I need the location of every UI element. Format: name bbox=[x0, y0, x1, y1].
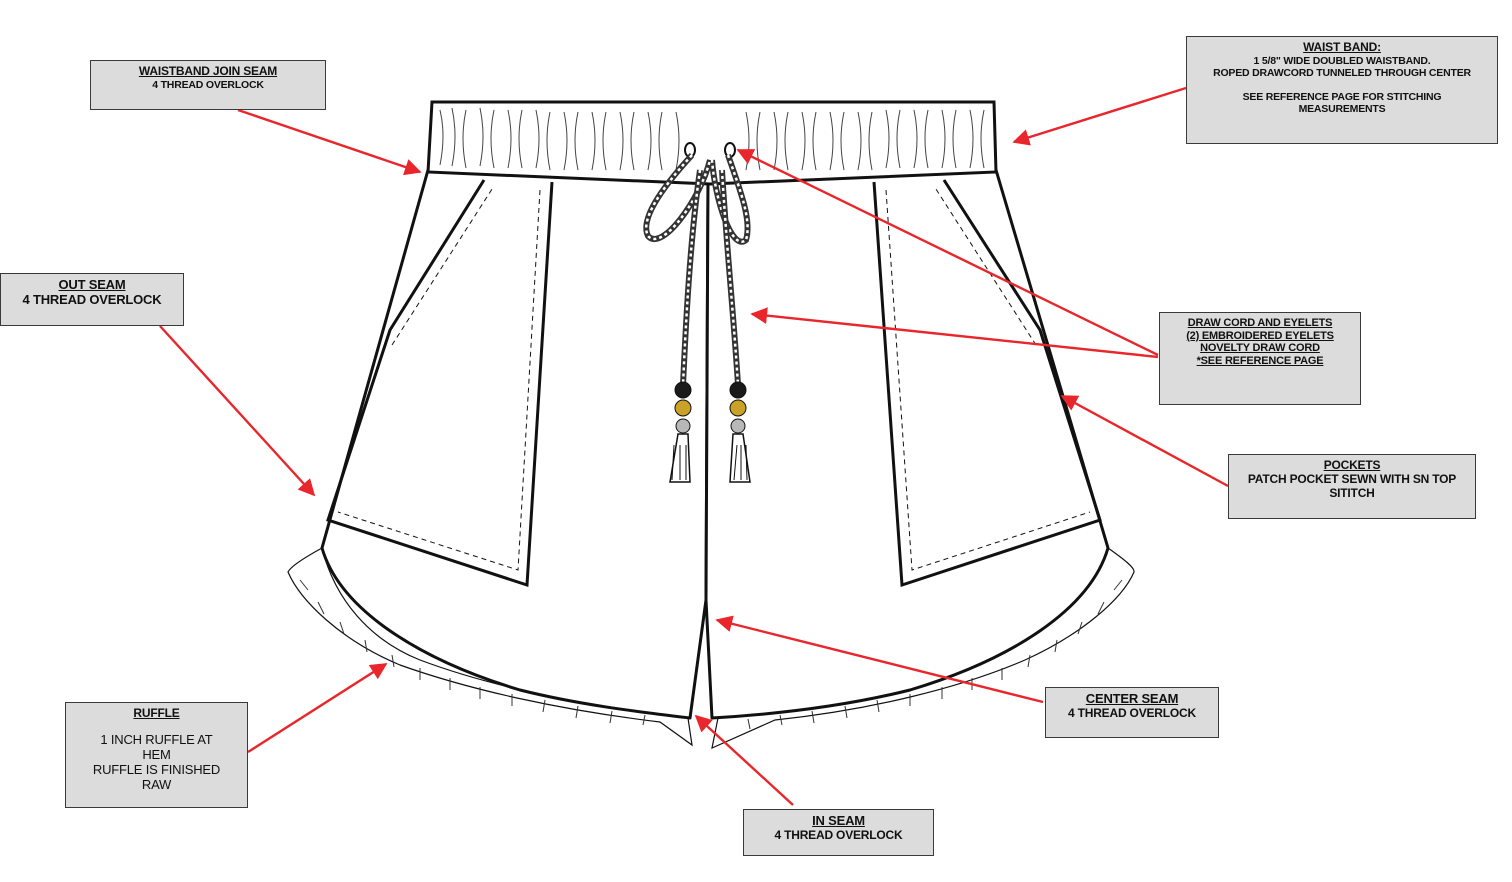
callout-arrows bbox=[159, 86, 1229, 806]
callout-line: SEE REFERENCE PAGE FOR STITCHING bbox=[1242, 90, 1442, 103]
callout-waistband-join-seam: WAISTBAND JOIN SEAM 4 THREAD OVERLOCK bbox=[90, 60, 326, 110]
callout-line: RAW bbox=[141, 776, 172, 792]
callout-line: 4 THREAD OVERLOCK bbox=[774, 827, 903, 842]
callout-line: NOVELTY DRAW CORD bbox=[1200, 342, 1320, 355]
callout-pockets: POCKETS PATCH POCKET SEWN WITH SN TOP SI… bbox=[1228, 454, 1476, 519]
callout-title: IN SEAM bbox=[812, 813, 865, 828]
callout-spacer bbox=[1193, 79, 1491, 91]
callout-line: 1 5/8" WIDE DOUBLED WAISTBAND. bbox=[1253, 54, 1431, 67]
callout-line: (2) EMBROIDERED EYELETS bbox=[1186, 329, 1334, 342]
callout-center-seam: CENTER SEAM 4 THREAD OVERLOCK bbox=[1045, 687, 1219, 738]
callout-line: PATCH POCKET SEWN WITH SN TOP bbox=[1247, 471, 1457, 486]
callout-line: 4 THREAD OVERLOCK bbox=[152, 78, 264, 91]
callout-draw-cord-and-eyelets: DRAW CORD AND EYELETS (2) EMBROIDERED EY… bbox=[1159, 312, 1361, 405]
shorts-body bbox=[320, 168, 1110, 720]
callout-title: CENTER SEAM bbox=[1085, 691, 1179, 706]
callout-line: HEM bbox=[142, 746, 171, 762]
callout-line: MEASUREMENTS bbox=[1298, 102, 1386, 115]
callout-in-seam: IN SEAM 4 THREAD OVERLOCK bbox=[743, 809, 934, 856]
callout-title: WAISTBAND JOIN SEAM bbox=[138, 64, 278, 78]
callout-out-seam: OUT SEAM 4 THREAD OVERLOCK bbox=[0, 273, 184, 326]
callout-title: POCKETS bbox=[1323, 458, 1381, 472]
callout-title: RUFFLE bbox=[133, 706, 180, 720]
callout-ruffle: RUFFLE 1 INCH RUFFLE AT HEM RUFFLE IS FI… bbox=[65, 702, 248, 808]
callout-line: *SEE REFERENCE PAGE bbox=[1196, 354, 1324, 367]
callout-line: 4 THREAD OVERLOCK bbox=[1068, 705, 1196, 720]
callout-waist-band: WAIST BAND: 1 5/8" WIDE DOUBLED WAISTBAN… bbox=[1186, 36, 1498, 144]
patch-pockets bbox=[326, 179, 1102, 588]
callout-line: ROPED DRAWCORD TUNNELED THROUGH CENTER bbox=[1213, 66, 1471, 79]
callout-line: 4 THREAD OVERLOCK bbox=[22, 291, 162, 307]
callout-title: DRAW CORD AND EYELETS bbox=[1187, 317, 1333, 329]
callout-title: WAIST BAND: bbox=[1303, 40, 1381, 54]
callout-title: OUT SEAM bbox=[58, 277, 126, 292]
callout-line: SITITCH bbox=[1329, 485, 1375, 500]
waistband bbox=[426, 100, 998, 186]
drawcord bbox=[643, 142, 751, 483]
callout-line: 1 INCH RUFFLE AT bbox=[100, 731, 213, 747]
callout-line: RUFFLE IS FINISHED bbox=[92, 761, 221, 777]
